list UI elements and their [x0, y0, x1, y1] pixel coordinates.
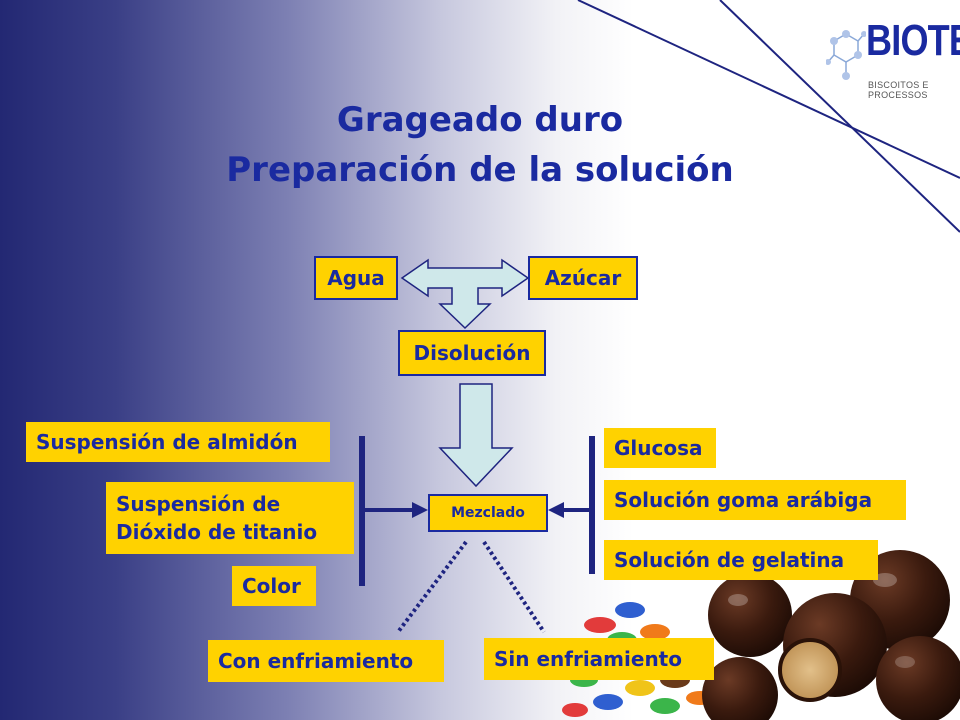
title-line1: Grageado duro	[336, 100, 624, 140]
box-suspension-almidon: Suspensión de almidón	[26, 422, 330, 462]
box-suspension-dioxido-line1: Suspensión de	[116, 492, 281, 516]
box-disolucion: Disolución	[398, 330, 546, 376]
box-color: Color	[232, 566, 316, 606]
box-gelatina: Solución de gelatina	[604, 540, 878, 580]
box-azucar: Azúcar	[528, 256, 638, 300]
down-arrow	[438, 383, 514, 488]
box-suspension-dioxido-line2: Dióxido de titanio	[116, 520, 318, 544]
box-mezclado: Mezclado	[428, 494, 548, 532]
biotec-logo: BIOTEC BISCOITOS E PROCESSOS	[826, 16, 960, 100]
logo-wordmark: BIOTEC	[866, 16, 960, 65]
logo-tagline: BISCOITOS E PROCESSOS	[868, 80, 929, 100]
merge-arrow	[400, 258, 530, 330]
box-con-enfriamiento: Con enfriamiento	[208, 640, 444, 682]
molecule-icon	[826, 30, 866, 80]
box-glucosa: Glucosa	[604, 428, 716, 468]
box-suspension-dioxido: Suspensión de Dióxido de titanio	[106, 482, 354, 554]
title-line2: Preparación de la solución	[226, 150, 734, 190]
box-agua: Agua	[314, 256, 398, 300]
box-sin-enfriamiento: Sin enfriamiento	[484, 638, 714, 680]
box-goma-arabiga: Solución goma arábiga	[604, 480, 906, 520]
